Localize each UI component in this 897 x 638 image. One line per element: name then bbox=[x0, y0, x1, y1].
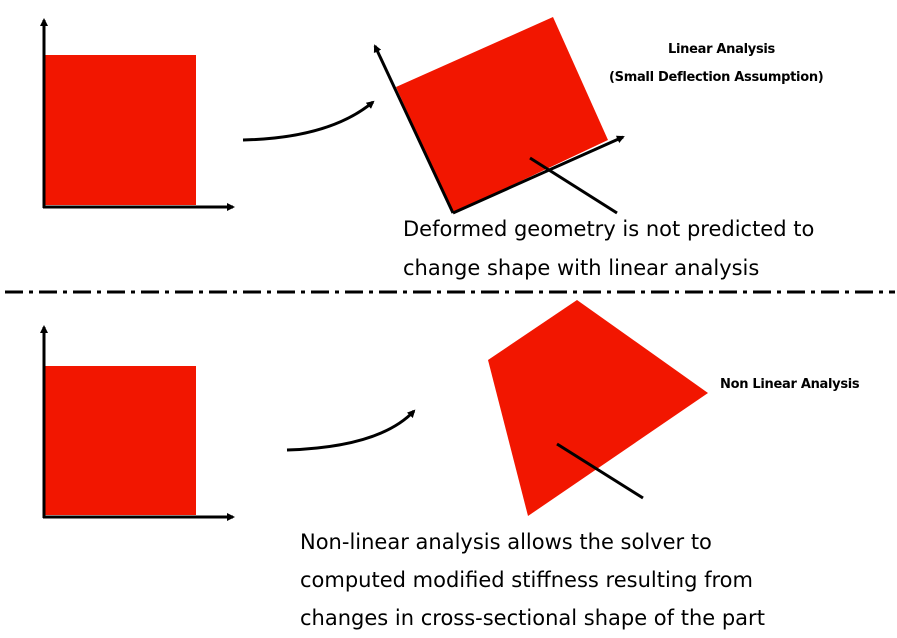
nonlinear-analysis-title: Non Linear Analysis bbox=[720, 377, 860, 392]
deformed-shape-nonlinear bbox=[488, 300, 708, 516]
rotated-x-axis bbox=[452, 135, 625, 215]
original-square-bottom bbox=[45, 366, 196, 515]
linear-analysis-title: Linear Analysis bbox=[668, 42, 775, 57]
linear-analysis-subtitle: (Small Deflection Assumption) bbox=[609, 70, 824, 85]
transform-arrow-bottom bbox=[286, 409, 416, 452]
transform-arrow-top bbox=[242, 100, 375, 142]
rotated-y-axis bbox=[373, 44, 455, 214]
pointer-line-top bbox=[529, 156, 618, 215]
pointer-line-bottom bbox=[556, 442, 644, 500]
original-square-top bbox=[45, 55, 196, 205]
linear-caption-line-1: Deformed geometry is not predicted to bbox=[403, 217, 815, 241]
nonlinear-caption-line-3: changes in cross-sectional shape of the … bbox=[300, 606, 765, 630]
nonlinear-caption-line-2: computed modified stiffness resulting fr… bbox=[300, 568, 753, 592]
linear-caption-line-2: change shape with linear analysis bbox=[403, 256, 760, 280]
nonlinear-caption-line-1: Non-linear analysis allows the solver to bbox=[300, 530, 712, 554]
rotated-square-linear bbox=[396, 17, 608, 213]
